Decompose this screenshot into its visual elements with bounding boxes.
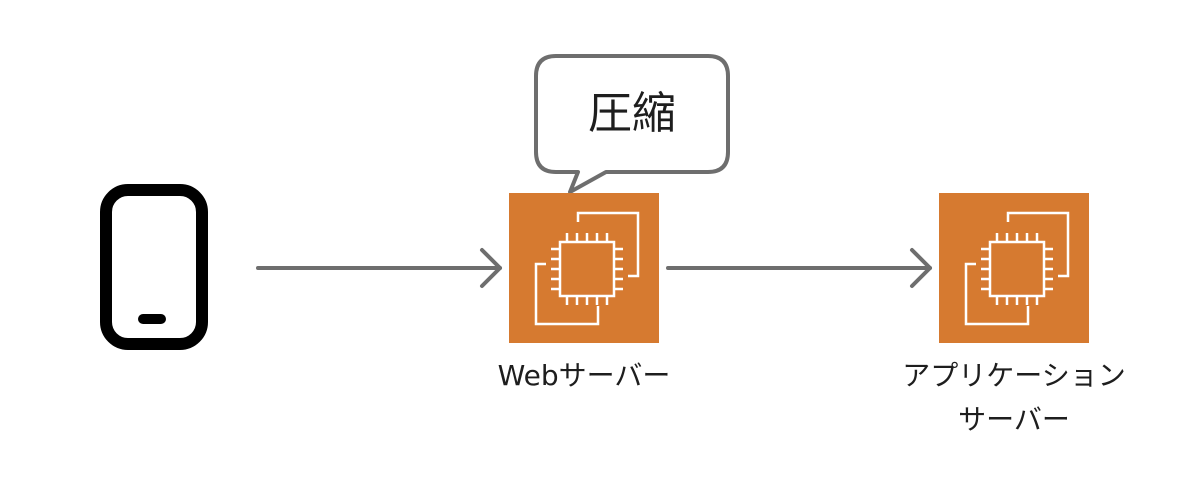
arrow-web-to-app bbox=[666, 248, 932, 288]
web-server-label: Webサーバー bbox=[497, 359, 671, 392]
speech-bubble bbox=[534, 54, 730, 194]
bubble-text: 圧縮 bbox=[588, 88, 676, 139]
arrow-client-to-web bbox=[256, 248, 502, 288]
app-server-ec2-icon bbox=[939, 193, 1089, 343]
web-server-ec2-icon bbox=[509, 193, 659, 343]
app-server-label-line2: サーバー bbox=[958, 403, 1070, 436]
smartphone-icon bbox=[100, 184, 208, 350]
app-server-label-line1: アプリケーション bbox=[902, 359, 1126, 392]
